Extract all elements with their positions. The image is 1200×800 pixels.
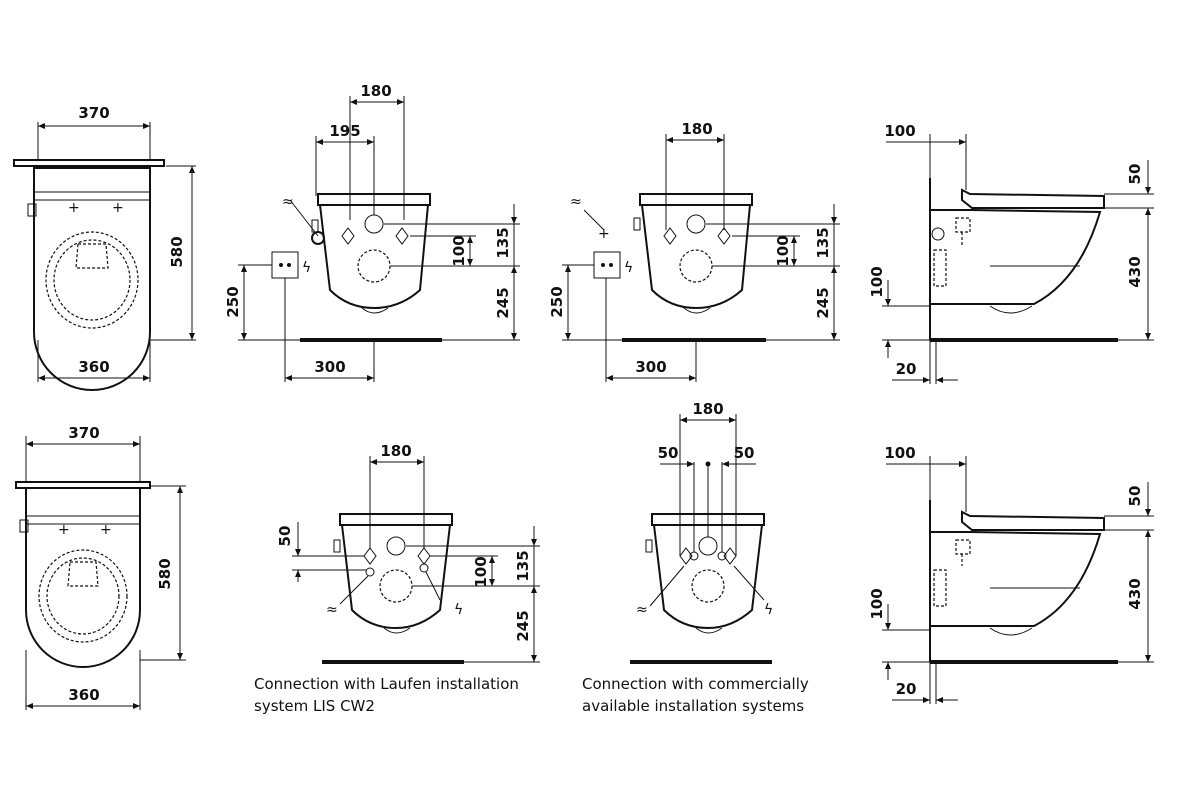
water-symbol: ≈ bbox=[570, 194, 582, 210]
dim-195: 195 bbox=[329, 122, 360, 140]
dim-245: 245 bbox=[814, 287, 832, 318]
dim-100: 100 bbox=[450, 235, 468, 266]
dim-300: 300 bbox=[635, 358, 666, 376]
front-view-upper-2: ≈ + ϟ 180 100 135 245 250 300 bbox=[548, 120, 840, 382]
dim-100: 100 bbox=[774, 235, 792, 266]
svg-text:+: + bbox=[598, 226, 610, 242]
top-view-lower: + + 370 360 580 bbox=[15, 424, 186, 710]
front-view-lower-1: ≈ ϟ 180 50 100 135 245 bbox=[276, 442, 540, 664]
water-symbol: ≈ bbox=[326, 602, 338, 618]
dim-100: 100 bbox=[472, 556, 490, 587]
dim-430: 430 bbox=[1126, 578, 1144, 609]
power-symbol: ϟ bbox=[454, 602, 463, 618]
dim-300: 300 bbox=[314, 358, 345, 376]
dim-width-370-bottom: 370 bbox=[68, 424, 99, 442]
dim-135: 135 bbox=[514, 550, 532, 581]
water-symbol: ≈ bbox=[636, 602, 648, 618]
dim-245: 245 bbox=[494, 287, 512, 318]
dim-depth-580-top: 580 bbox=[168, 236, 186, 267]
dim-135: 135 bbox=[494, 227, 512, 258]
power-symbol: ϟ bbox=[302, 260, 311, 276]
front-view-lower-2: ≈ ϟ 180 50 50 bbox=[630, 400, 773, 664]
dim-245: 245 bbox=[514, 610, 532, 641]
caption-line: Connection with commercially bbox=[582, 675, 809, 693]
dim-135: 135 bbox=[814, 227, 832, 258]
dim-50-right: 50 bbox=[734, 444, 755, 462]
dim-250: 250 bbox=[548, 286, 566, 317]
top-view-upper: + + 370 360 580 bbox=[13, 104, 196, 391]
svg-text:+: + bbox=[68, 200, 80, 216]
svg-text:+: + bbox=[100, 522, 112, 538]
dim-depth-580-bottom: 580 bbox=[156, 558, 174, 589]
dim-180: 180 bbox=[380, 442, 411, 460]
dim-100-top: 100 bbox=[884, 122, 915, 140]
svg-text:+: + bbox=[112, 200, 124, 216]
side-view-lower: 100 50 430 100 20 bbox=[868, 444, 1154, 704]
dim-50-left: 50 bbox=[276, 526, 294, 547]
dim-430: 430 bbox=[1126, 256, 1144, 287]
svg-text:+: + bbox=[58, 522, 70, 538]
caption-lis: Connection with Laufen installation syst… bbox=[254, 673, 519, 717]
dim-width-360-bottom: 360 bbox=[68, 686, 99, 704]
dim-width-360-top: 360 bbox=[78, 358, 109, 376]
front-view-upper-1: ≈ ϟ 180 195 100 135 245 250 bbox=[224, 82, 520, 382]
dim-180: 180 bbox=[692, 400, 723, 418]
caption-line: Connection with Laufen installation bbox=[254, 675, 519, 693]
caption-line: system LIS CW2 bbox=[254, 697, 375, 715]
power-symbol: ϟ bbox=[624, 260, 633, 276]
dim-100-left: 100 bbox=[868, 266, 886, 297]
water-symbol: ≈ bbox=[282, 194, 294, 210]
dim-180: 180 bbox=[681, 120, 712, 138]
dim-100-left: 100 bbox=[868, 588, 886, 619]
dim-50: 50 bbox=[1126, 164, 1144, 185]
dim-20: 20 bbox=[896, 360, 917, 378]
caption-commercial: Connection with commercially available i… bbox=[582, 673, 809, 717]
caption-line: available installation systems bbox=[582, 697, 805, 715]
dim-50: 50 bbox=[1126, 486, 1144, 507]
power-symbol: ϟ bbox=[764, 602, 773, 618]
dim-100-top: 100 bbox=[884, 444, 915, 462]
dim-50-left: 50 bbox=[658, 444, 679, 462]
dim-180: 180 bbox=[360, 82, 391, 100]
dim-250: 250 bbox=[224, 286, 242, 317]
dim-width-370-top: 370 bbox=[78, 104, 109, 122]
dim-20: 20 bbox=[896, 680, 917, 698]
side-view-upper: 100 50 430 100 20 bbox=[868, 122, 1154, 384]
